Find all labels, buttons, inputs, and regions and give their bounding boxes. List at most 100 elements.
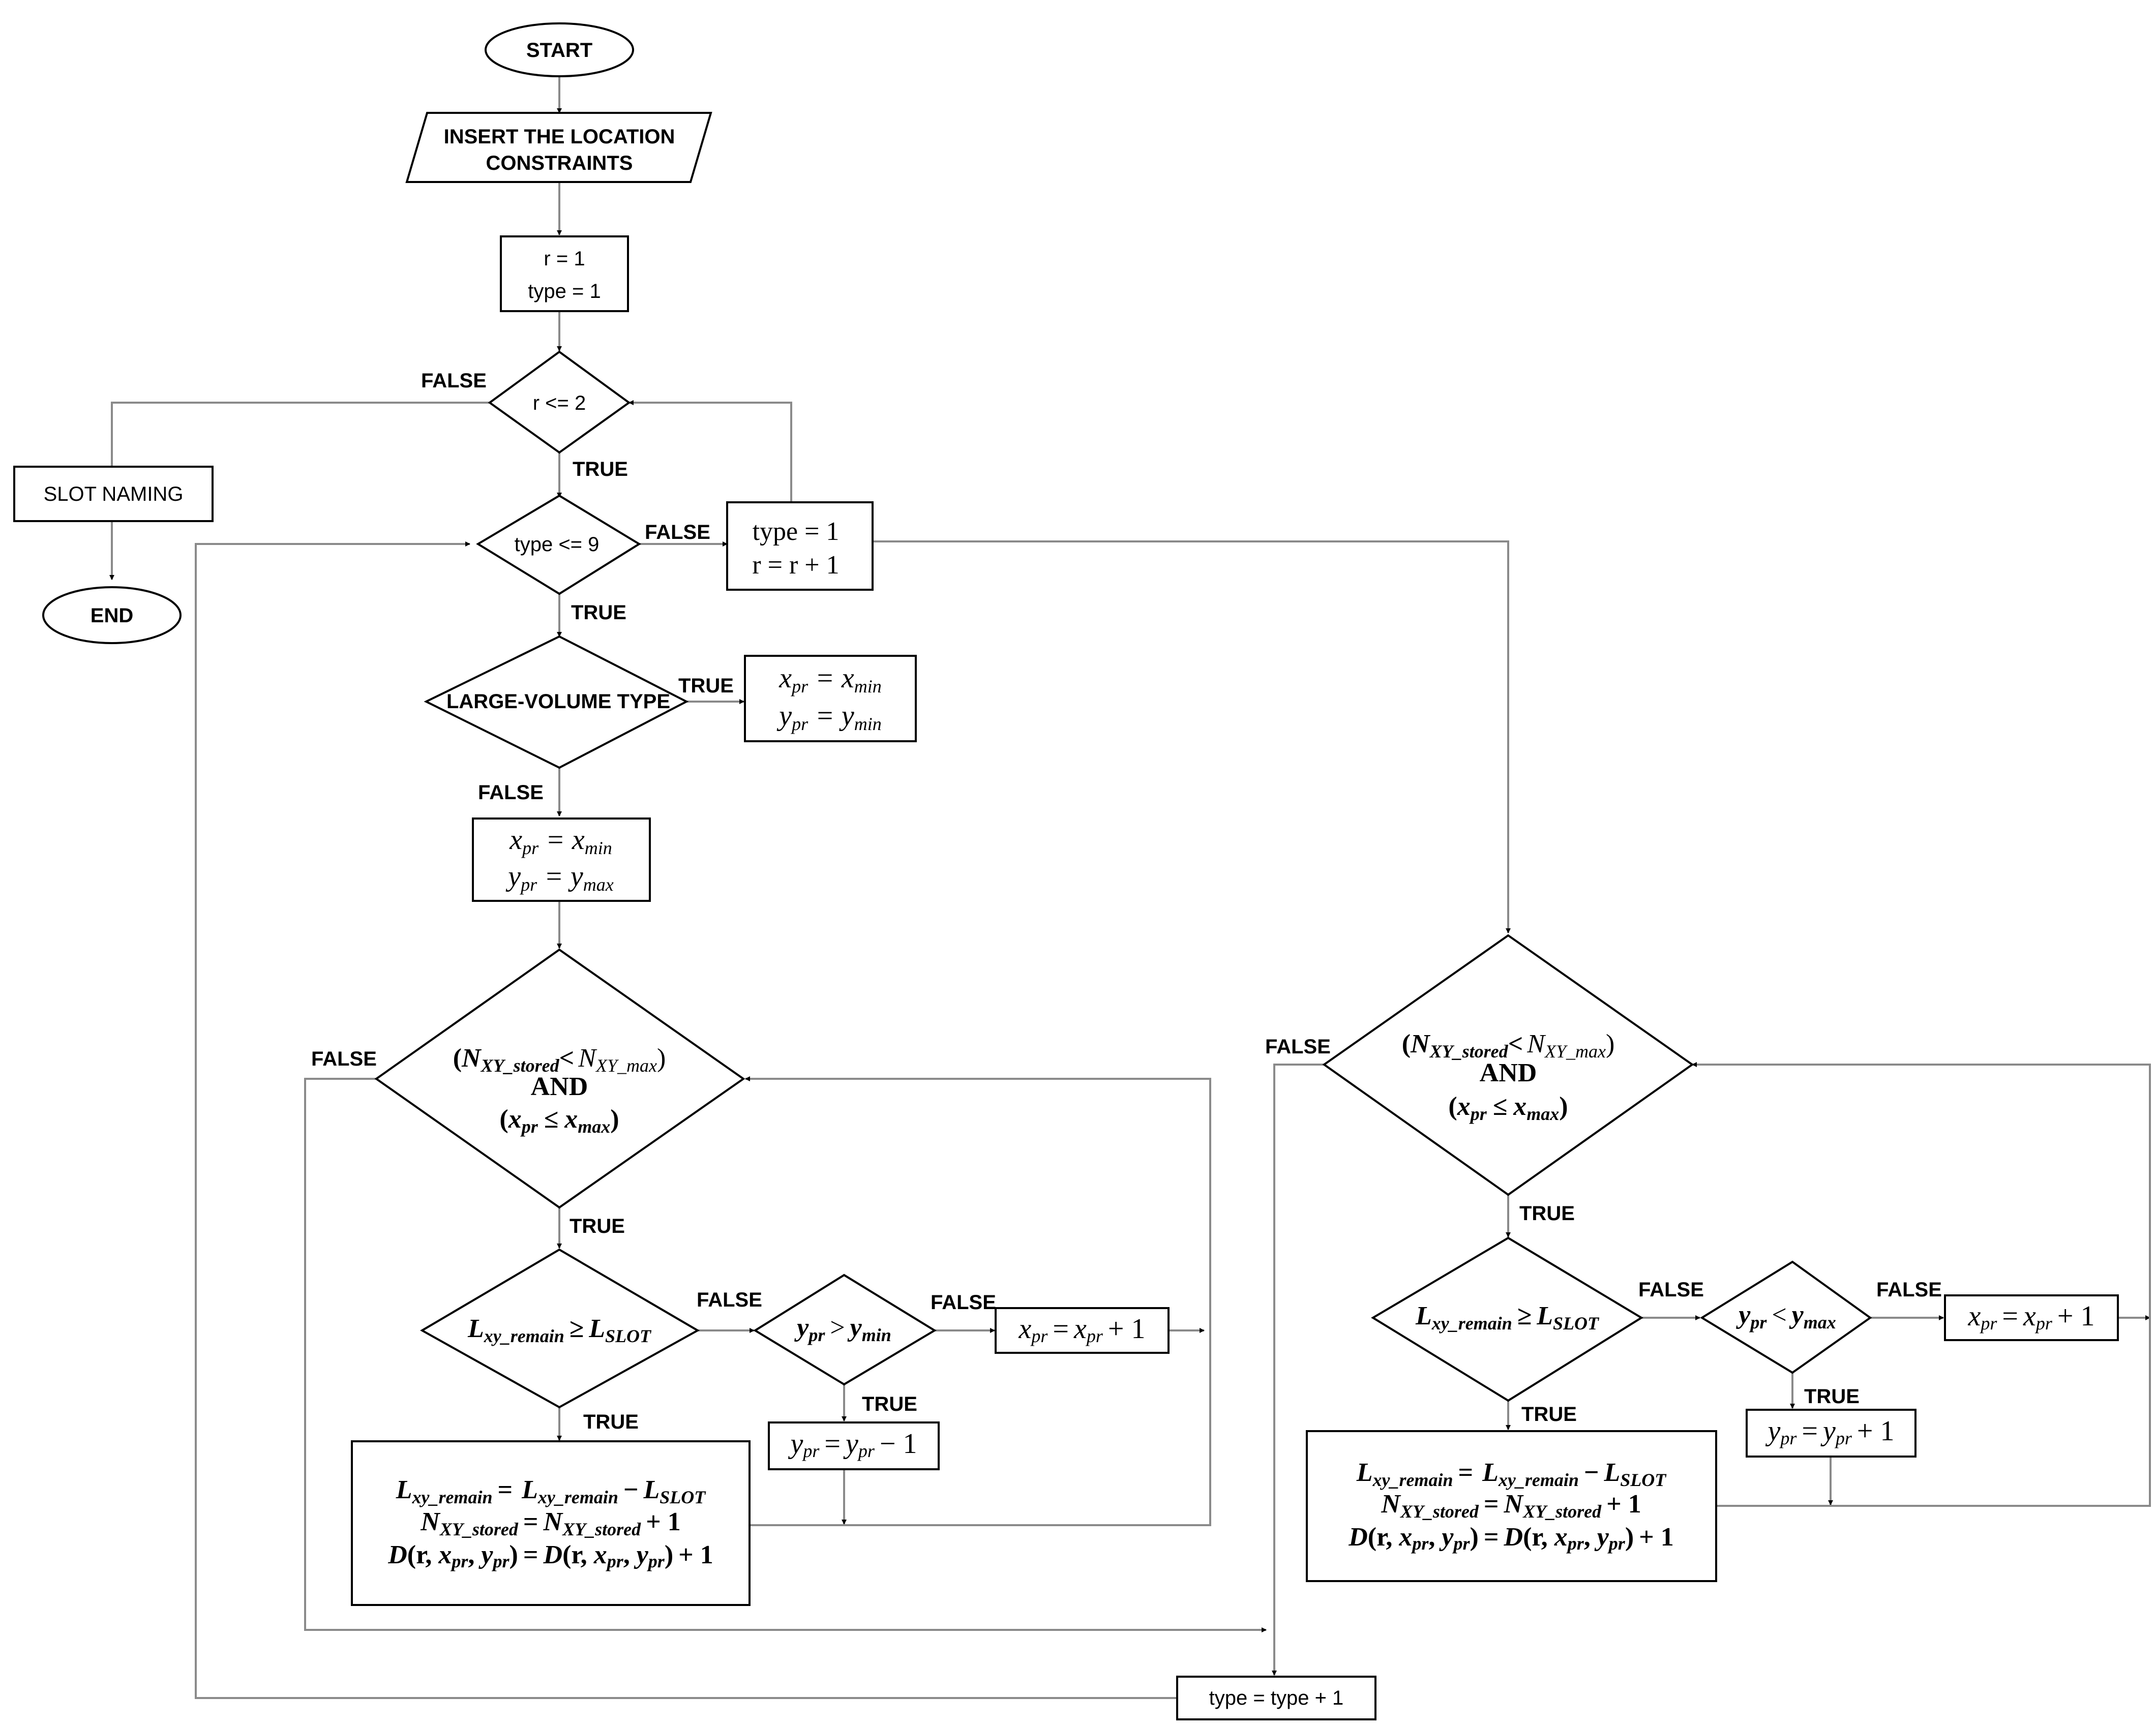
args-close: ): [1470, 1523, 1479, 1552]
var-x: x: [508, 1105, 522, 1134]
var-l: L: [1604, 1458, 1621, 1487]
label-left-lremain-true: TRUE: [583, 1411, 639, 1433]
ge: ≥: [570, 1314, 584, 1343]
sub-pr: pr: [1607, 1533, 1626, 1554]
right-capacity-line-1: (NXY_stored<NXY_max): [1402, 1029, 1615, 1062]
var-x: x: [1019, 1313, 1032, 1345]
init-line-1: r = 1: [544, 248, 585, 270]
label-right-lremain-true: TRUE: [1521, 1403, 1577, 1426]
right-lremain-label: Lxy_remain≥LSLOT: [1415, 1301, 1600, 1334]
sub-xy-remain: xy_remain: [537, 1487, 618, 1507]
sub-pr: pr: [606, 1551, 624, 1571]
var-n: N: [1526, 1029, 1546, 1058]
sub-min: min: [862, 1325, 891, 1345]
var-l: L: [1482, 1458, 1499, 1487]
var-d: D: [1504, 1523, 1523, 1552]
plus-one: + 1: [1108, 1313, 1146, 1345]
sub-xy-stored: XY_stored: [562, 1519, 641, 1539]
sub-xy-remain: xy_remain: [1498, 1470, 1579, 1490]
type-increment-process: [1176, 1676, 1376, 1720]
sub-pr: pr: [1469, 1104, 1487, 1124]
sub-pr: pr: [450, 1551, 468, 1571]
minus: −: [623, 1475, 639, 1504]
var-l: L: [643, 1475, 660, 1504]
reset-type-line-2: r = r + 1: [752, 551, 839, 580]
edge-right-cond-false: [1272, 1064, 1324, 1676]
right-update-line-1: Lxy_remain=Lxy_remain−LSLOT: [1356, 1458, 1667, 1490]
args-close: ): [665, 1540, 673, 1569]
paren-close: ): [1559, 1092, 1568, 1121]
sub-max: max: [578, 1116, 610, 1137]
start-terminal: [485, 22, 634, 77]
comma: ,: [1428, 1523, 1442, 1552]
lt: <: [1508, 1029, 1523, 1058]
sub-xy-remain: xy_remain: [1372, 1470, 1453, 1490]
sub-pr: pr: [857, 1441, 875, 1461]
sub-xy-stored: XY_stored: [439, 1519, 519, 1539]
edge-right-loop-back: [1692, 1062, 2151, 1507]
edge-reset-to-right-loop: [873, 540, 1511, 933]
insert-constraints-line-2: CONSTRAINTS: [486, 152, 633, 174]
left-update-line-1: Lxy_remain=Lxy_remain−LSLOT: [396, 1475, 707, 1507]
sub-pr: pr: [790, 676, 809, 696]
var-l: L: [1356, 1458, 1373, 1487]
var-x: x: [1968, 1300, 1981, 1332]
eq: =: [523, 1507, 538, 1536]
var-l: L: [467, 1314, 484, 1343]
sub-xy-remain: xy_remain: [484, 1326, 564, 1346]
left-lremain-label: Lxy_remain≥LSLOT: [467, 1314, 652, 1346]
right-capacity-and: AND: [1480, 1058, 1537, 1087]
var-y: y: [1765, 1415, 1781, 1447]
eq: =: [815, 662, 834, 694]
paren-close: ): [1606, 1029, 1614, 1058]
sub-max: max: [1526, 1104, 1559, 1124]
right-xpr-increment-label: xpr=xpr+ 1: [1968, 1300, 2095, 1334]
var-x: x: [564, 1105, 578, 1134]
var-l: L: [521, 1475, 538, 1504]
var-n: N: [1504, 1490, 1524, 1519]
label-right-ypr-false: FALSE: [1876, 1279, 1942, 1301]
sub-slot: SLOT: [605, 1326, 652, 1346]
var-x: x: [841, 662, 854, 694]
right-update-process: [1306, 1430, 1717, 1582]
eq: =: [2002, 1300, 2018, 1332]
var-y: y: [505, 861, 521, 892]
connectors: [109, 76, 2151, 1699]
edge-type-increment-loop: [195, 541, 1177, 1699]
var-x: x: [2023, 1300, 2036, 1332]
eq: =: [497, 1475, 513, 1504]
var-n: N: [578, 1044, 597, 1073]
label-cond-type-false: FALSE: [645, 521, 710, 543]
sub-pr: pr: [1979, 1313, 1997, 1334]
var-x: x: [572, 824, 585, 856]
plus-one: + 1: [646, 1507, 681, 1536]
end-label: END: [91, 604, 133, 627]
var-x: x: [1554, 1523, 1568, 1552]
plus-one: + 1: [678, 1540, 713, 1569]
label-cond-r-true: TRUE: [573, 458, 628, 480]
end-terminal: [42, 586, 182, 644]
var-x: x: [593, 1540, 607, 1569]
large-volume-decision: [424, 635, 689, 769]
args-open: (r,: [562, 1540, 594, 1569]
label-large-volume-true: TRUE: [678, 675, 734, 697]
var-y: y: [839, 700, 854, 732]
var-n: N: [420, 1507, 441, 1536]
comma: ,: [1584, 1523, 1597, 1552]
sub-max: max: [1804, 1312, 1836, 1332]
edge-reset-to-cond-r: [628, 400, 792, 502]
var-y: y: [776, 700, 792, 732]
minus: −: [1584, 1458, 1599, 1487]
left-capacity-decision: [374, 948, 745, 1209]
left-xpr-increment-label: xpr=xpr+ 1: [1019, 1313, 1146, 1346]
left-lremain-decision: [420, 1248, 700, 1409]
plus-one: + 1: [1606, 1490, 1641, 1519]
args-open: (r,: [1368, 1523, 1399, 1552]
eq: =: [1484, 1523, 1499, 1552]
left-xpr-increment-process: [995, 1307, 1170, 1354]
sub-min: min: [854, 714, 882, 734]
label-left-cond-true: TRUE: [570, 1215, 625, 1237]
slot-naming-label: SLOT NAMING: [44, 483, 184, 505]
var-y: y: [788, 1428, 803, 1460]
